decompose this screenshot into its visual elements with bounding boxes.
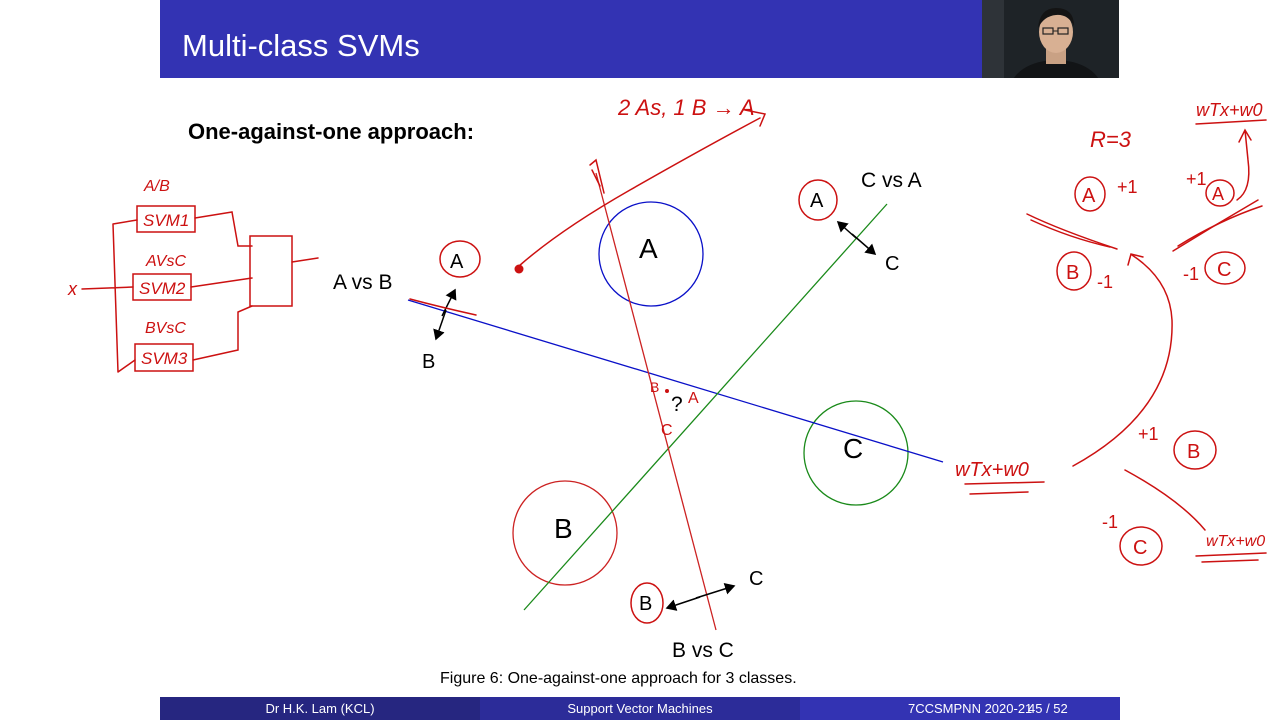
svm3-label: SVM3 — [141, 349, 188, 368]
ca-direction-arrow-tail — [851, 233, 877, 255]
pair-label-ab: A/B — [143, 178, 170, 195]
r-equals-3: R=3 — [1090, 127, 1132, 152]
section-heading: One-against-one approach: — [188, 119, 475, 144]
arrow-from-boundary — [1072, 253, 1173, 467]
vote-rule-text: 2 As, 1 B → A — [617, 95, 755, 120]
footer-course: 7CCSMPNN 2020-21 — [908, 701, 1033, 716]
query-point-mark: ? — [671, 393, 683, 416]
ca-arrow-label-c: C — [885, 253, 899, 275]
circled-b-2 — [1173, 430, 1217, 470]
minus-one-c1: -1 — [1183, 264, 1199, 284]
mid-letter-a: A — [688, 390, 699, 407]
mid-dot — [665, 389, 669, 393]
figure-caption: Figure 6: One-against-one approach for 3… — [440, 670, 797, 687]
ab-direction-arrow-tail — [433, 309, 447, 341]
underline-wtx-bottom — [1195, 552, 1267, 563]
pair-label-bvsc: BVsC — [145, 320, 186, 337]
ab-arrow-label-b: B — [422, 351, 435, 373]
label-a-vs-b: A vs B — [333, 271, 393, 294]
circled-c-1 — [1204, 251, 1246, 285]
boundary-b-vs-c — [595, 172, 717, 631]
circled-b-1 — [1056, 251, 1092, 291]
circle-around-a-left — [439, 240, 481, 278]
presenter-webcam — [982, 0, 1119, 78]
underline-wtx-top — [1195, 119, 1267, 125]
output-lines — [190, 211, 253, 361]
footer-topic: Support Vector Machines — [480, 697, 800, 720]
class-c-circle — [803, 400, 909, 506]
class-a-label: A — [639, 233, 658, 264]
arrow-up-to-wtx — [1236, 128, 1252, 201]
circled-a-2 — [1205, 179, 1235, 207]
plus-one-a1: +1 — [1117, 177, 1138, 197]
curve-to-vote-rule — [518, 117, 761, 267]
footer-author: Dr H.K. Lam (KCL) — [160, 697, 480, 720]
circled-b-1-text: B — [1066, 262, 1079, 284]
red-line-arrowhead — [589, 158, 605, 194]
circled-b-2-text: B — [1187, 441, 1200, 463]
bc-direction-arrow-tail — [695, 582, 736, 599]
svm2-label: SVM2 — [139, 279, 186, 298]
label-c-vs-a: C vs A — [861, 169, 922, 192]
curve-arrowhead — [744, 109, 767, 127]
slash-right-2 — [1177, 205, 1263, 247]
minus-one-c2: -1 — [1102, 512, 1118, 532]
circled-a-1-text: A — [1082, 185, 1096, 207]
wtx-boundary: wTx+w0 — [955, 459, 1029, 481]
svm1-box — [136, 205, 196, 233]
ab-arrow-label-a: A — [450, 251, 464, 273]
svm3-box — [134, 343, 194, 372]
plus-one-b2: +1 — [1138, 424, 1159, 444]
circled-c-1-text: C — [1217, 259, 1231, 281]
slash-left-2 — [1030, 219, 1111, 248]
presenter-silhouette — [982, 0, 1119, 78]
class-b-label: B — [554, 513, 573, 544]
slide-header: Multi-class SVMs — [160, 0, 982, 78]
underline-boundary — [964, 481, 1045, 495]
mid-letter-b: B — [650, 379, 659, 395]
input-x-label: x — [67, 279, 78, 299]
circled-a-1 — [1074, 176, 1106, 212]
combiner-output — [291, 257, 319, 263]
pair-label-avsc: AVsC — [145, 253, 186, 270]
input-branch-line — [81, 219, 138, 373]
circled-c-2 — [1119, 526, 1163, 566]
arrow-to-wtx-bottom — [1124, 469, 1206, 531]
minus-one-b1: -1 — [1097, 272, 1113, 292]
ab-direction-arrow — [441, 288, 457, 317]
bc-arrow-label-c: C — [749, 568, 763, 590]
boundary-a-vs-b — [407, 299, 944, 463]
a-vs-b-underline — [409, 298, 477, 316]
footer-right: 7CCSMPNN 2020-21 45 / 52 — [800, 697, 1120, 720]
ca-arrow-label-a: A — [810, 190, 824, 212]
slide-footer: Dr H.K. Lam (KCL) Support Vector Machine… — [160, 697, 1120, 720]
slide-title: Multi-class SVMs — [182, 28, 420, 63]
query-point-dot — [514, 264, 524, 274]
class-c-label: C — [843, 433, 863, 464]
handwritten-annotations — [81, 109, 1267, 624]
combiner-box — [249, 235, 293, 307]
svm1-label: SVM1 — [143, 211, 189, 230]
wtx-bottom: wTx+w0 — [1206, 533, 1265, 550]
circled-a-2-text: A — [1212, 184, 1224, 204]
circled-c-2-text: C — [1133, 537, 1147, 559]
slash-left — [1026, 213, 1118, 250]
bc-direction-arrow — [665, 596, 701, 611]
bc-arrow-label-b: B — [639, 593, 652, 615]
wtx-top: wTx+w0 — [1196, 100, 1263, 120]
mid-letter-c: C — [661, 422, 673, 439]
boundary-c-vs-a — [523, 203, 888, 611]
class-b-circle — [512, 480, 618, 586]
circle-around-b-bottom — [630, 582, 664, 624]
plus-one-a2: +1 — [1186, 169, 1207, 189]
footer-page-number: 45 / 52 — [1028, 701, 1068, 716]
label-b-vs-c: B vs C — [672, 639, 734, 662]
class-a-circle — [598, 201, 704, 307]
circle-around-a-right — [798, 179, 838, 221]
